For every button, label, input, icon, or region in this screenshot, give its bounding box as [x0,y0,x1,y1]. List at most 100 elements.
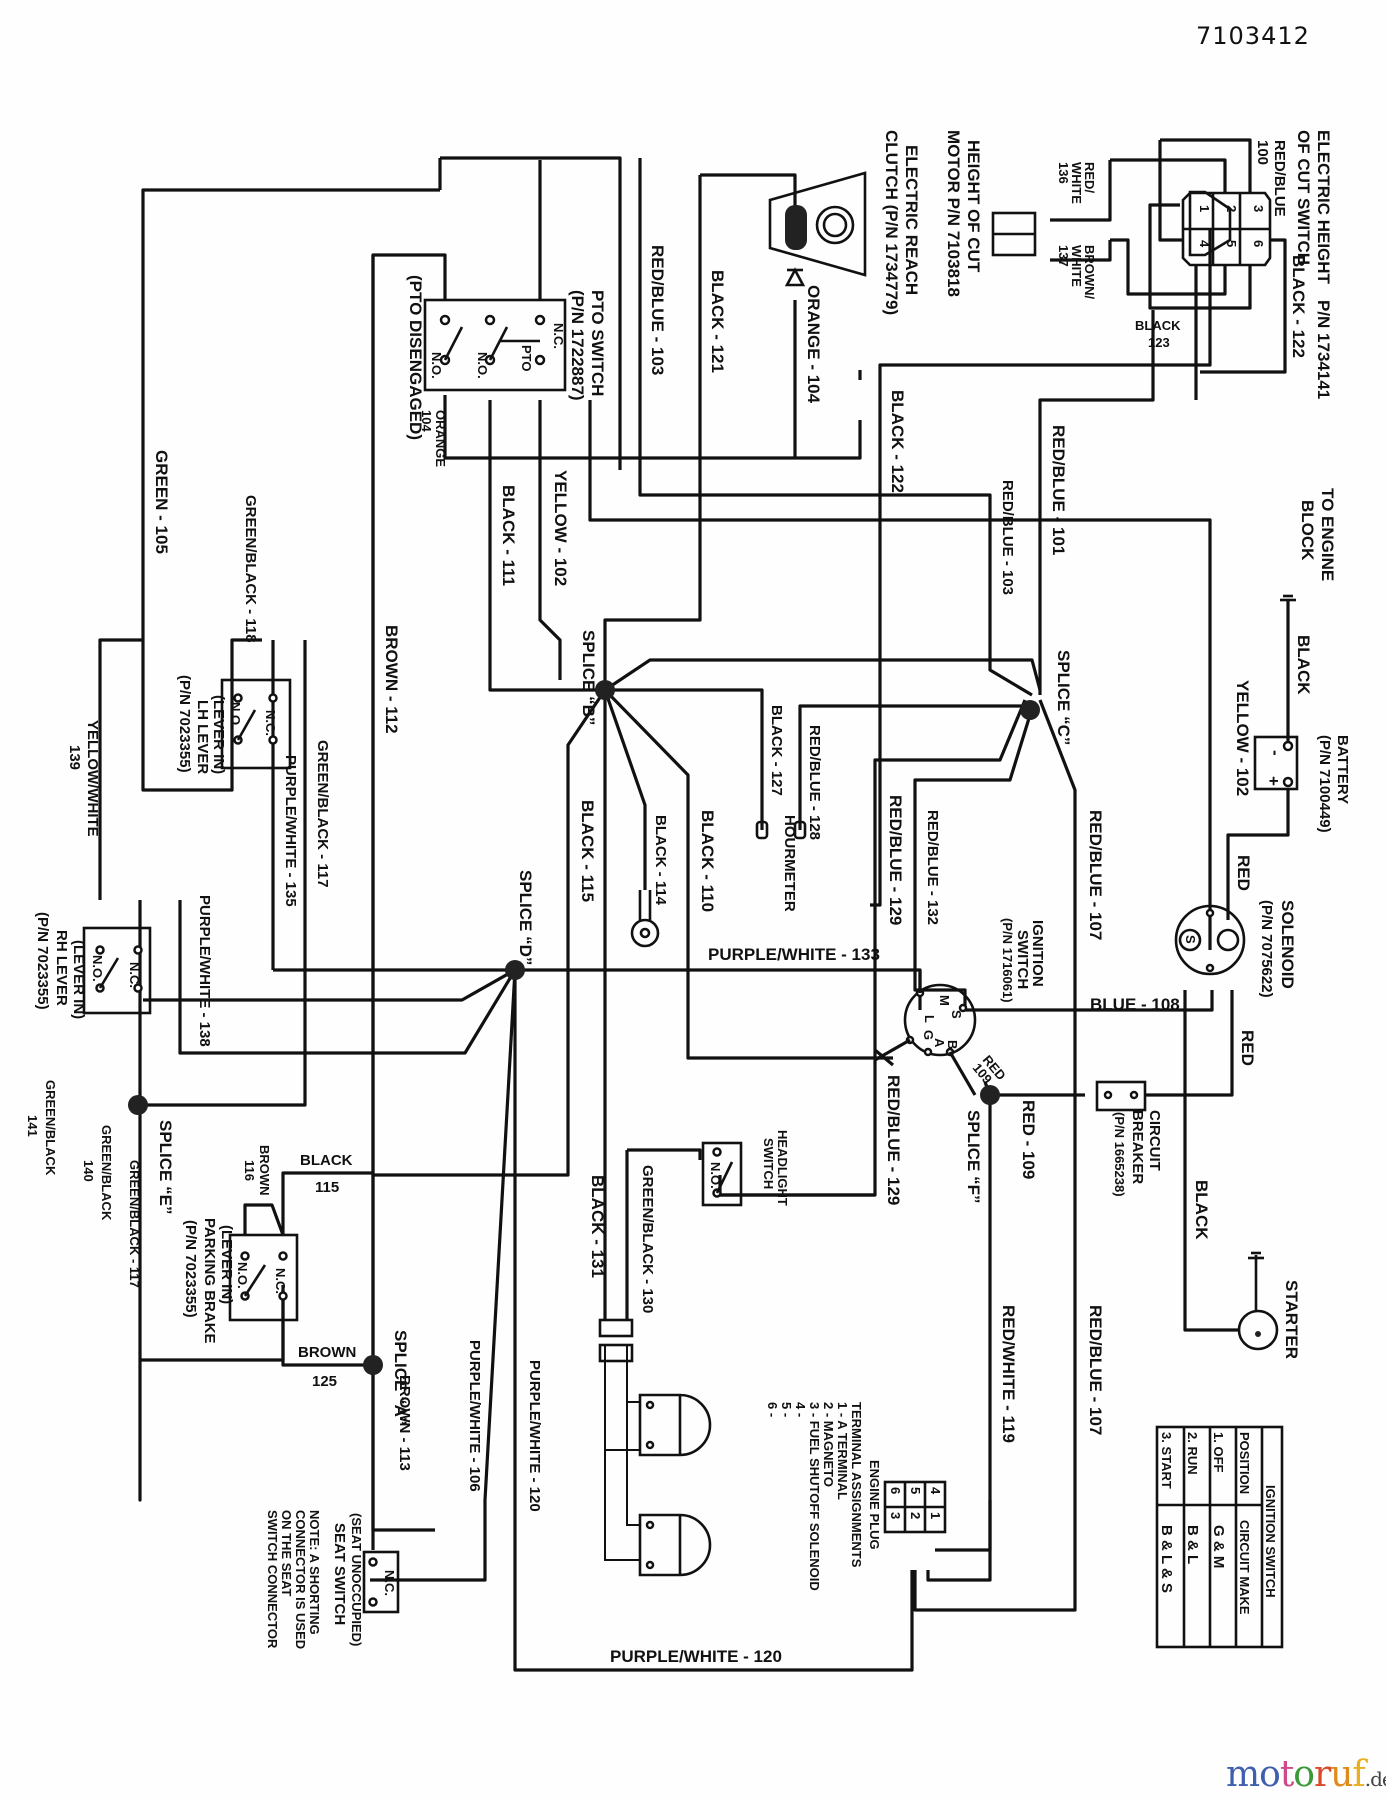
wire-black-114 [603,689,647,890]
label-w104: ORANGE - 104 [804,285,823,404]
headlight-contact: N.O. [708,1162,723,1189]
ign-table-row2-pos: 2. RUN [1185,1432,1200,1475]
splice-d-label: SPLICE “D” [516,870,535,965]
label-w140: GREEN/BLACK [99,1125,114,1221]
wires [98,156,1290,1672]
label-w119: RED/WHITE - 119 [999,1305,1018,1443]
wire-purple-white-106 [370,969,517,1582]
wire-orange-104-bottom [443,370,862,460]
lh-lever-switch [220,678,292,770]
ign-table-row3-pos: 3. START [1159,1432,1174,1489]
battery-negative: - [1266,750,1285,756]
wire-brown-125 [281,1290,373,1367]
wire-lamps [604,1345,640,1561]
splice-b-label: SPLICE “B” [579,630,598,725]
pto-switch-pn: (P/N 1722887) [568,290,587,401]
splice-e-label: SPLICE “E” [156,1120,175,1214]
engine-plug-title: ENGINE PLUG [867,1460,882,1550]
label-black-battery: BLACK [1294,635,1313,695]
ign-terminal-l: L [922,1015,937,1023]
label-w141: GREEN/BLACK [43,1080,58,1176]
ign-terminal-a: A [932,1038,947,1048]
wire-purple-white-138 [178,900,517,1055]
ign-table-row1-pos: 1. OFF [1211,1432,1226,1473]
wire-yellow-white-139 [98,638,143,900]
battery: - + [1253,735,1299,791]
rh-lever-pn: (P/N 7023355) [34,912,51,1010]
hourmeter-terminal-1 [755,820,769,840]
splice-e-dot [128,1095,148,1115]
rh-contact-nc: N.C. [127,962,142,988]
wire-purple-white-120 [513,970,914,1672]
battery-positive: + [1264,776,1283,786]
hourmeter-terminal-2 [793,820,807,840]
wire-black-starter [1183,990,1240,1332]
wire-yellow-102 [588,400,1212,950]
label-w102a: YELLOW - 102 [551,470,570,586]
watermark-letter: f [1352,1754,1365,1795]
label-w137b: WHITE [1069,245,1084,287]
pto-switch-title: PTO SWITCH [588,290,607,396]
splice-a-dot [363,1355,383,1375]
plug-pin-5: 5 [908,1487,923,1494]
label-w111: BLACK - 111 [499,485,518,586]
plug-pin-6: 6 [888,1487,903,1494]
wire-black-122 [870,230,1212,907]
label-w140n: 140 [81,1160,96,1182]
label-w136n: 136 [1056,162,1071,184]
ignition-title: IGNITION [1029,920,1046,987]
hoc-switch-title: ELECTRIC HEIGHT [1314,130,1333,285]
label-w116n: 116 [242,1160,257,1181]
label-w133: PURPLE/WHITE - 133 [708,945,880,964]
seat-switch [362,1550,400,1614]
terminal-assign-5: 5 - [779,1402,794,1417]
label-w131: BLACK - 131 [588,1175,607,1278]
hoc-motor-title: HEIGHT OF CUT [964,140,983,273]
label-w100n: 100 [1254,140,1271,165]
pto-contact-pto: PTO [519,345,534,372]
circuit-breaker-pn: (P/N 1665238) [1112,1112,1127,1197]
ign-table-row2-make: B & L [1184,1525,1201,1564]
label-w117a: GREEN/BLACK - 117 [314,740,331,888]
wire-red-white-119 [935,1500,992,1552]
watermark-letter: o [1259,1754,1281,1795]
wire-black-115 [373,689,607,1177]
label-w122a: BLACK - 122 [1289,255,1308,358]
label-w103b: RED/BLUE - 103 [999,480,1016,595]
seat-contact-nc: N.C. [382,1570,397,1596]
label-w139n: 139 [66,745,83,770]
solenoid-s-terminal: S [1183,935,1198,944]
label-w103a: RED/BLUE - 103 [648,245,667,375]
seat-note-2: CONNECTOR IS USED [293,1510,308,1649]
clutch-coil-icon [785,205,807,250]
hourmeter-label: HOURMETER [781,815,798,912]
watermark-letter: m [1226,1754,1260,1795]
wire-red-blue-107 [913,699,1077,1612]
terminal-assign-title: TERMINAL ASSIGNMENTS [849,1402,864,1568]
pb-contact-nc: N.C. [273,1268,288,1294]
starter-title: STARTER [1282,1280,1301,1359]
ign-table-title: IGNITION SWITCH [1263,1485,1278,1598]
hoc-pin-5: 5 [1224,240,1239,247]
pto-switch [423,298,567,392]
headlight-lamps [598,1318,712,1577]
wire-purple-white-133 [273,968,922,1010]
seat-note-3: ON THE SEAT [279,1510,294,1596]
hoc-switch-title2: OF CUT SWITCH [1294,130,1313,265]
label-w120b: PURPLE/WHITE - 120 [610,1647,782,1666]
hoc-motor-pn: MOTOR P/N 7103818 [944,130,963,297]
pto-contact-no2: N.O. [475,352,490,379]
hoc-motor [991,211,1037,257]
circuit-breaker [1095,1080,1147,1112]
watermark-letter: u [1330,1754,1353,1795]
headlight-switch [701,1141,743,1207]
label-w120a: PURPLE/WHITE - 120 [526,1360,543,1512]
label-w128: RED/BLUE - 128 [806,725,823,840]
splice-a-label: SPLICE “A” [391,1330,410,1425]
label-red-cb: RED [1238,1030,1257,1066]
ignition-title2: SWITCH [1014,930,1031,989]
wire-green-black-117a [140,640,307,1107]
watermark-suffix: .de [1364,1767,1386,1791]
lh-lever-pn: (P/N 7023355) [176,675,193,773]
lh-contact-nc: N.C. [263,710,278,736]
